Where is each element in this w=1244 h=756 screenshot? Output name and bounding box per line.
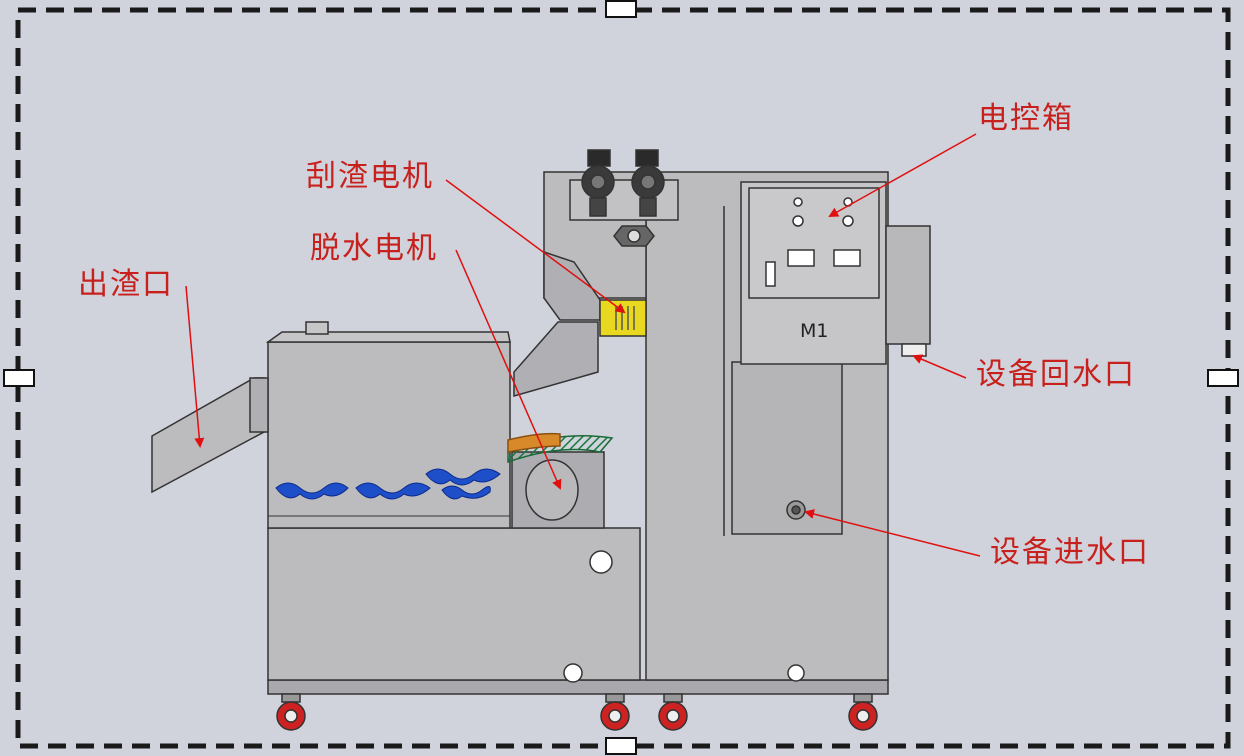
display-window [833, 249, 861, 267]
label-scraper-motor: 刮渣电机 [306, 159, 434, 194]
control-knob [792, 215, 804, 227]
return-water-pipe [901, 343, 927, 357]
dashed-frame [3, 0, 1239, 755]
arrow-slag-outlet [185, 285, 205, 448]
drain-port [563, 663, 583, 683]
arrow-control-box [828, 133, 977, 217]
castor-wheel [276, 693, 306, 731]
castor-wheel [658, 693, 688, 731]
feed-chute [513, 321, 599, 397]
dewater-drum [525, 459, 579, 521]
label-control-box: 电控箱 [978, 101, 1074, 136]
display-window [787, 249, 815, 267]
lower-tank [267, 527, 641, 681]
label-inlet-water: 设备进水口 [990, 535, 1150, 570]
slag-outlet-trough [151, 377, 265, 494]
machine [151, 149, 931, 695]
arrow-dewater-motor [455, 249, 562, 490]
middle-tank [267, 341, 511, 529]
arrow-inlet-water [804, 509, 981, 557]
frame-handle-right[interactable] [1207, 369, 1239, 387]
indicator-light [793, 197, 803, 207]
scraper-drive-block [599, 299, 647, 337]
tank-port [589, 550, 613, 574]
cabinet-door [731, 361, 843, 535]
frame-handle-top[interactable] [605, 0, 637, 18]
panel-tag: M1 [800, 320, 829, 342]
frame-handle-bottom[interactable] [605, 737, 637, 755]
label-slag-outlet: 出渣口 [78, 267, 174, 302]
label-return-water: 设备回水口 [976, 357, 1136, 392]
water-level [275, 468, 501, 500]
leader-lines [185, 133, 981, 557]
label-dewater-motor: 脱水电机 [310, 231, 438, 266]
switch-slot [765, 261, 776, 287]
arrow-return-water [912, 354, 967, 379]
motor-terminal-box [635, 149, 659, 167]
castor-wheel [600, 693, 630, 731]
castor-wheels [276, 693, 878, 731]
electrical-box-panel [748, 187, 880, 299]
arrow-scraper-motor [445, 179, 626, 314]
motor-terminal-box [587, 149, 611, 167]
base-rail [267, 679, 889, 695]
cabinet-drain [787, 664, 805, 682]
control-knob [842, 215, 854, 227]
castor-wheel [848, 693, 878, 731]
frame-handle-left[interactable] [3, 369, 35, 387]
return-water-box [885, 225, 931, 345]
